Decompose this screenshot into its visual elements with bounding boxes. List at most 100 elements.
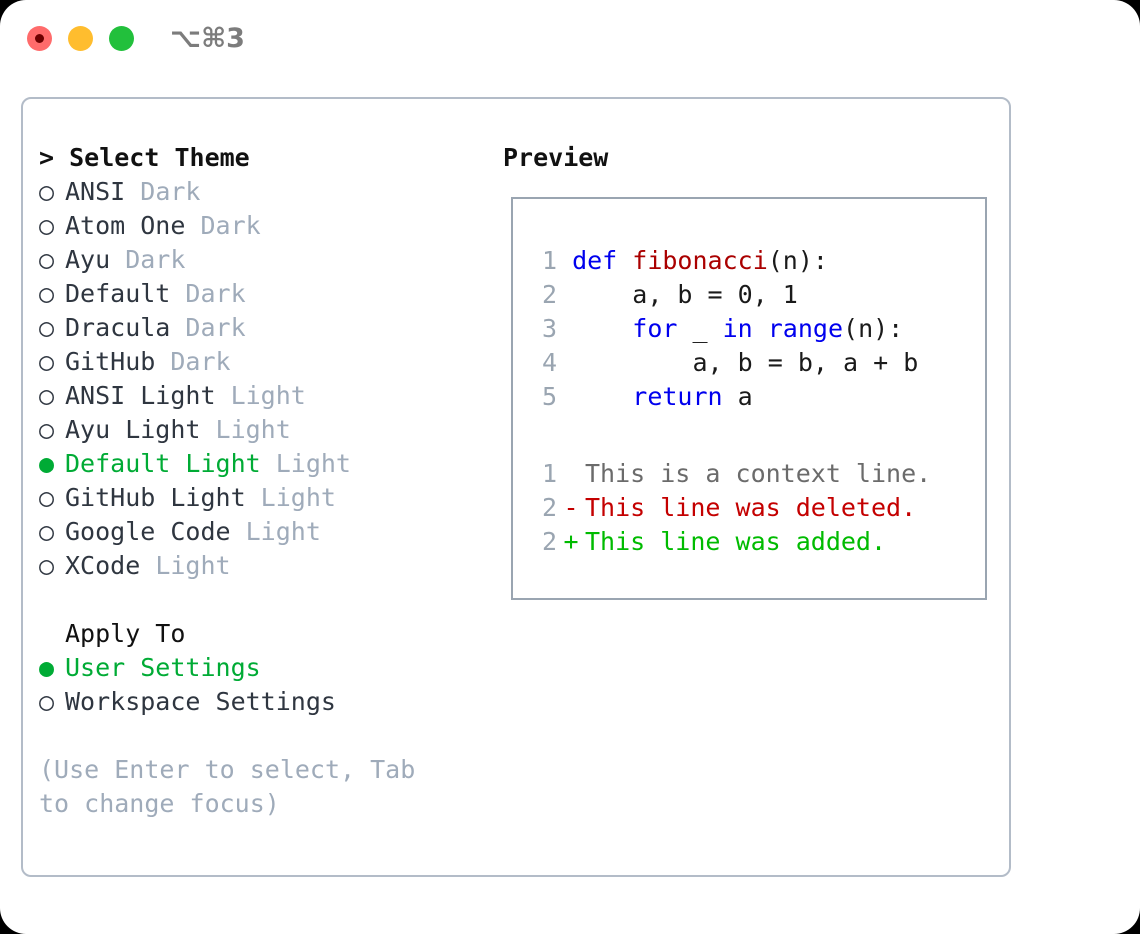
theme-selector-panel: > Select Theme ○ANSI Dark○Atom One Dark○… bbox=[21, 97, 1011, 877]
select-theme-header: > Select Theme bbox=[39, 143, 250, 172]
diff-text: This line was added. bbox=[585, 527, 887, 556]
theme-name: Default bbox=[65, 279, 171, 308]
radio-unselected-icon[interactable]: ○ bbox=[39, 211, 55, 240]
code-token: (n): bbox=[843, 314, 904, 343]
radio-selected-icon[interactable]: ● bbox=[39, 653, 55, 682]
theme-name: Google Code bbox=[65, 517, 231, 546]
diff-marker: - bbox=[563, 493, 579, 522]
radio-unselected-icon[interactable]: ○ bbox=[39, 381, 55, 410]
apply-to-label: User Settings bbox=[65, 653, 261, 682]
diff-line-number: 2 bbox=[541, 493, 557, 522]
radio-selected-icon[interactable]: ● bbox=[39, 449, 55, 478]
line-number: 5 bbox=[541, 382, 557, 411]
apply-to-label: Workspace Settings bbox=[65, 687, 336, 716]
line-number: 1 bbox=[541, 246, 557, 275]
theme-name: ANSI Light bbox=[65, 381, 216, 410]
theme-category: Light bbox=[260, 449, 351, 478]
diff-line: 1 This is a context line. bbox=[527, 457, 981, 491]
radio-unselected-icon[interactable]: ○ bbox=[39, 415, 55, 444]
theme-category: Light bbox=[140, 551, 231, 580]
theme-name: Ayu Light bbox=[65, 415, 201, 444]
code-token: a, b = b, a + b bbox=[572, 348, 919, 377]
code-token: fibonacci bbox=[632, 246, 768, 275]
diff-line-number: 1 bbox=[541, 459, 557, 488]
maximize-button-icon[interactable] bbox=[109, 26, 134, 51]
theme-category: Dark bbox=[170, 279, 246, 308]
code-token: range bbox=[767, 314, 844, 343]
code-token: a, b = 0, 1 bbox=[572, 280, 798, 309]
theme-list-item[interactable]: ○ GitHub Light Light bbox=[39, 481, 479, 515]
theme-name: Atom One bbox=[65, 211, 186, 240]
theme-list-item[interactable]: ○ Google Code Light bbox=[39, 515, 479, 549]
radio-unselected-icon[interactable]: ○ bbox=[39, 347, 55, 376]
diff-text: This line was deleted. bbox=[585, 493, 917, 522]
theme-category: Dark bbox=[110, 245, 186, 274]
theme-category: Dark bbox=[170, 313, 246, 342]
apply-to-header: Apply To bbox=[65, 619, 186, 648]
theme-category: Dark bbox=[185, 211, 261, 240]
diff-text: This is a context line. bbox=[585, 459, 932, 488]
theme-list-column: > Select Theme ○ANSI Dark○Atom One Dark○… bbox=[39, 141, 479, 821]
theme-category: Dark bbox=[155, 347, 231, 376]
radio-unselected-icon[interactable]: ○ bbox=[39, 483, 55, 512]
code-line: 3 for _ in range(n): bbox=[527, 312, 981, 346]
close-button-icon[interactable] bbox=[27, 26, 52, 51]
code-token: (n): bbox=[767, 246, 828, 275]
diff-marker: + bbox=[563, 527, 579, 556]
line-number: 4 bbox=[541, 348, 557, 377]
theme-list-item[interactable]: ○ ANSI Dark bbox=[39, 175, 479, 209]
theme-category: Dark bbox=[125, 177, 201, 206]
theme-list-item[interactable]: ○ Ayu Dark bbox=[39, 243, 479, 277]
radio-unselected-icon[interactable]: ○ bbox=[39, 313, 55, 342]
apply-to-list[interactable]: ● User Settings ○ Workspace Settings bbox=[39, 651, 479, 719]
theme-name: Ayu bbox=[65, 245, 111, 274]
code-line: 4 a, b = b, a + b bbox=[527, 346, 981, 380]
theme-name: GitHub Light bbox=[65, 483, 246, 512]
diff-line-number: 2 bbox=[541, 527, 557, 556]
line-number: 2 bbox=[541, 280, 557, 309]
keyboard-hint-text: (Use Enter to select, Tab to change focu… bbox=[39, 755, 431, 818]
theme-category: Light bbox=[245, 483, 336, 512]
radio-unselected-icon[interactable]: ○ bbox=[39, 551, 55, 580]
title-bar: ⌥⌘3 bbox=[0, 0, 1140, 80]
theme-name: XCode bbox=[65, 551, 141, 580]
apply-to-item[interactable]: ● User Settings bbox=[39, 651, 479, 685]
theme-name: Default Light bbox=[65, 449, 261, 478]
code-token: in bbox=[722, 314, 768, 343]
code-token: return bbox=[572, 382, 738, 411]
theme-category: Light bbox=[230, 517, 321, 546]
code-token: def bbox=[572, 246, 633, 275]
theme-list-item[interactable]: ○ GitHub Dark bbox=[39, 345, 479, 379]
code-line: 2 a, b = 0, 1 bbox=[527, 278, 981, 312]
theme-list-item[interactable]: ○ Default Dark bbox=[39, 277, 479, 311]
code-line: 1 def fibonacci(n): bbox=[527, 244, 981, 278]
diff-marker bbox=[557, 457, 585, 491]
theme-list-item[interactable]: ○ Atom One Dark bbox=[39, 209, 479, 243]
diff-sample: 1 This is a context line.2-This line was… bbox=[527, 457, 981, 559]
theme-name: Dracula bbox=[65, 313, 171, 342]
radio-unselected-icon[interactable]: ○ bbox=[39, 687, 55, 716]
theme-list-item[interactable]: ○ Dracula Dark bbox=[39, 311, 479, 345]
keyboard-shortcut-label: ⌥⌘3 bbox=[170, 23, 245, 54]
theme-list-item[interactable]: ○ Ayu Light Light bbox=[39, 413, 479, 447]
radio-unselected-icon[interactable]: ○ bbox=[39, 517, 55, 546]
theme-list-item[interactable]: ○ XCode Light bbox=[39, 549, 479, 583]
diff-line: 2-This line was deleted. bbox=[527, 491, 981, 525]
radio-unselected-icon[interactable]: ○ bbox=[39, 245, 55, 274]
radio-unselected-icon[interactable]: ○ bbox=[39, 279, 55, 308]
theme-category: Light bbox=[215, 381, 306, 410]
theme-list[interactable]: ○ ANSI Dark ○ Atom One Dark ○ Ayu Dark ○ Defaul… bbox=[39, 175, 479, 583]
theme-list-item[interactable]: ○ ANSI Light Light bbox=[39, 379, 479, 413]
theme-list-item[interactable]: ● Default Light Light bbox=[39, 447, 479, 481]
theme-category: Light bbox=[200, 415, 291, 444]
radio-unselected-icon[interactable]: ○ bbox=[39, 177, 55, 206]
line-number: 3 bbox=[541, 314, 557, 343]
code-token: for bbox=[572, 314, 693, 343]
code-line: 5 return a bbox=[527, 380, 981, 414]
theme-name: GitHub bbox=[65, 347, 156, 376]
preview-title: Preview bbox=[503, 143, 609, 172]
minimize-button-icon[interactable] bbox=[68, 26, 93, 51]
apply-to-item[interactable]: ○ Workspace Settings bbox=[39, 685, 479, 719]
theme-name: ANSI bbox=[65, 177, 126, 206]
